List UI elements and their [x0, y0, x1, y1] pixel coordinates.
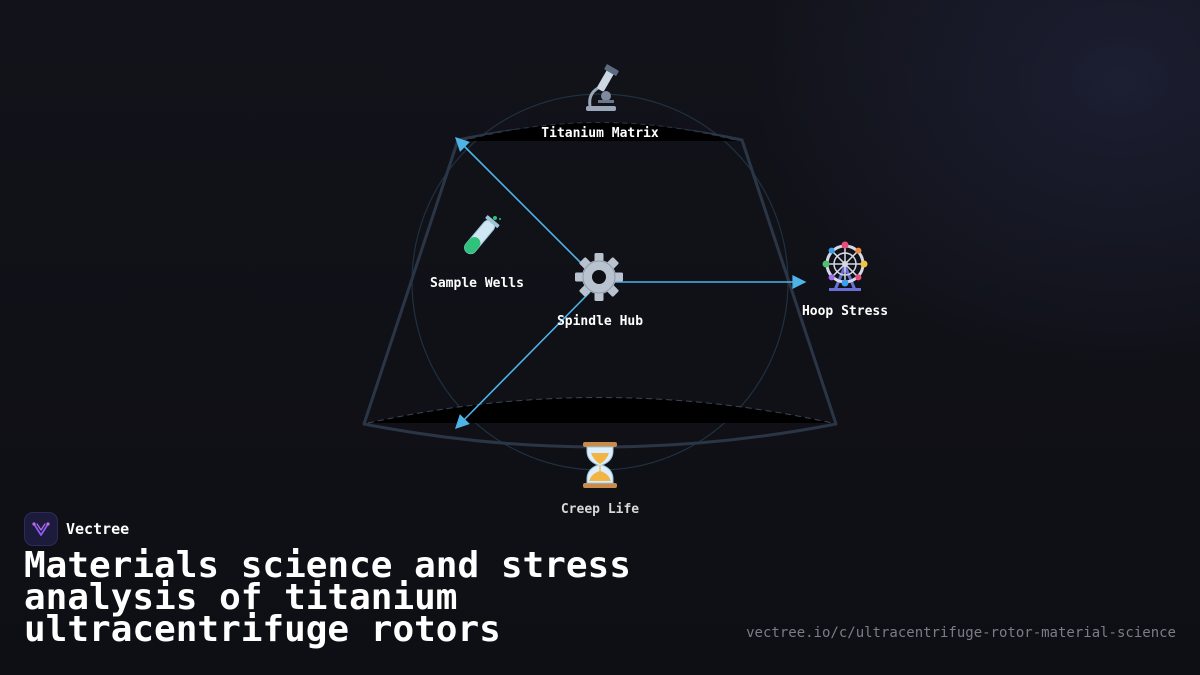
page-url[interactable]: vectree.io/c/ultracentrifuge-rotor-mater… [746, 625, 1176, 641]
ferris-wheel-icon [822, 241, 868, 291]
node-label-spindle-hub: Spindle Hub [557, 314, 643, 329]
node-spindle-hub: Spindle Hub [557, 253, 643, 329]
gear-icon [575, 253, 623, 301]
node-sample-wells: Sample Wells [430, 215, 524, 291]
node-hoop-stress: Hoop Stress [802, 241, 888, 319]
rotor-bottom-cavity-rim [367, 397, 833, 424]
node-creep-life: Creep Life [561, 442, 639, 517]
hourglass-icon [583, 442, 617, 488]
node-titanium-matrix: Titanium Matrix [541, 64, 659, 141]
page-title: Materials science and stress analysis of… [24, 545, 631, 650]
bubble-icon [499, 218, 501, 220]
vectree-logo-icon [24, 512, 58, 546]
brand-name: Vectree [66, 520, 130, 538]
microscope-icon [586, 64, 619, 111]
edge-hub-to-titanium-matrix [455, 137, 589, 271]
edge-hub-to-creep-life [455, 291, 591, 429]
brand: Vectree [24, 512, 129, 546]
node-label-creep-life: Creep Life [561, 502, 639, 517]
node-label-titanium-matrix: Titanium Matrix [541, 126, 659, 141]
rotor-top-cap-rim [461, 122, 739, 142]
node-label-sample-wells: Sample Wells [430, 276, 524, 291]
bubble-icon [493, 216, 497, 220]
node-label-hoop-stress: Hoop Stress [802, 304, 888, 319]
test-tube-icon [464, 215, 500, 255]
